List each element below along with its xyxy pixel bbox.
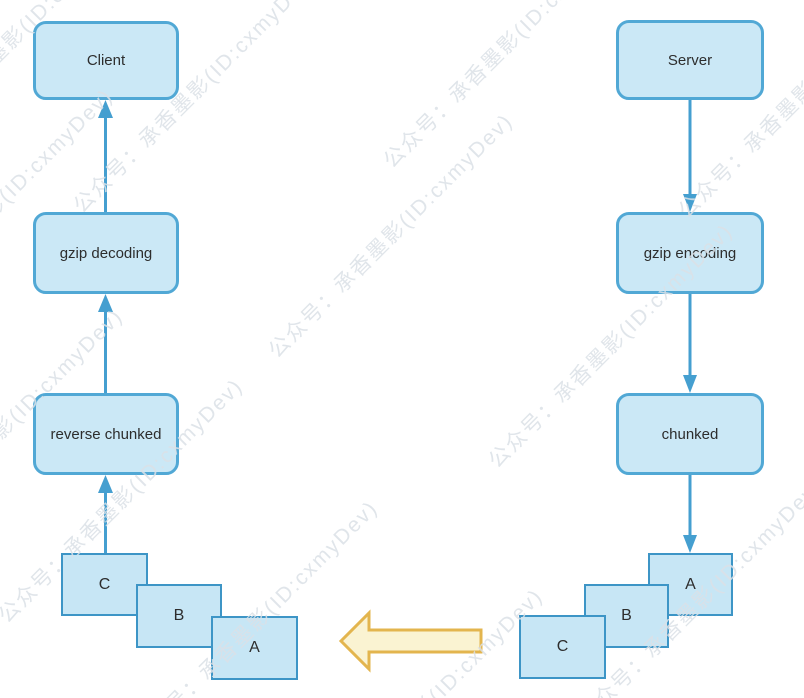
chunk-right-c-label: C xyxy=(556,638,569,655)
arrow-server-to-gzip-encoding xyxy=(683,100,697,212)
chunk-left-b: B xyxy=(136,584,222,648)
chunk-left-a-label: A xyxy=(249,639,260,656)
arrow-gzip-decoding-to-client xyxy=(98,100,113,212)
chunk-left-c-label: C xyxy=(98,575,111,593)
transfer-direction-arrow xyxy=(338,609,483,673)
chunk-left-a: A xyxy=(211,616,298,680)
arrow-chunks-to-reverse-chunked xyxy=(98,475,113,553)
node-server-label: Server xyxy=(667,51,713,69)
node-reverse-chunked-label: reverse chunked xyxy=(50,425,162,443)
node-client: Client xyxy=(33,21,179,100)
node-chunked-label: chunked xyxy=(661,425,719,443)
node-chunked: chunked xyxy=(616,393,764,475)
node-gzip-decoding: gzip decoding xyxy=(33,212,179,294)
arrow-chunked-to-chunks xyxy=(683,475,697,553)
node-gzip-encoding: gzip encoding xyxy=(616,212,764,294)
node-client-label: Client xyxy=(86,52,126,69)
chunk-right-b-label: B xyxy=(621,607,632,624)
node-server: Server xyxy=(616,20,764,100)
node-gzip-decoding-label: gzip decoding xyxy=(59,244,153,262)
chunk-right-c: C xyxy=(519,615,606,679)
arrow-gzip-encoding-to-chunked xyxy=(683,294,697,393)
chunk-right-a-label: A xyxy=(685,575,696,593)
chunk-left-b-label: B xyxy=(173,607,185,624)
node-gzip-encoding-label: gzip encoding xyxy=(643,244,737,262)
chunk-left-c: C xyxy=(61,553,148,616)
arrow-reverse-chunked-to-gzip-decoding xyxy=(98,294,113,393)
node-reverse-chunked: reverse chunked xyxy=(33,393,179,475)
